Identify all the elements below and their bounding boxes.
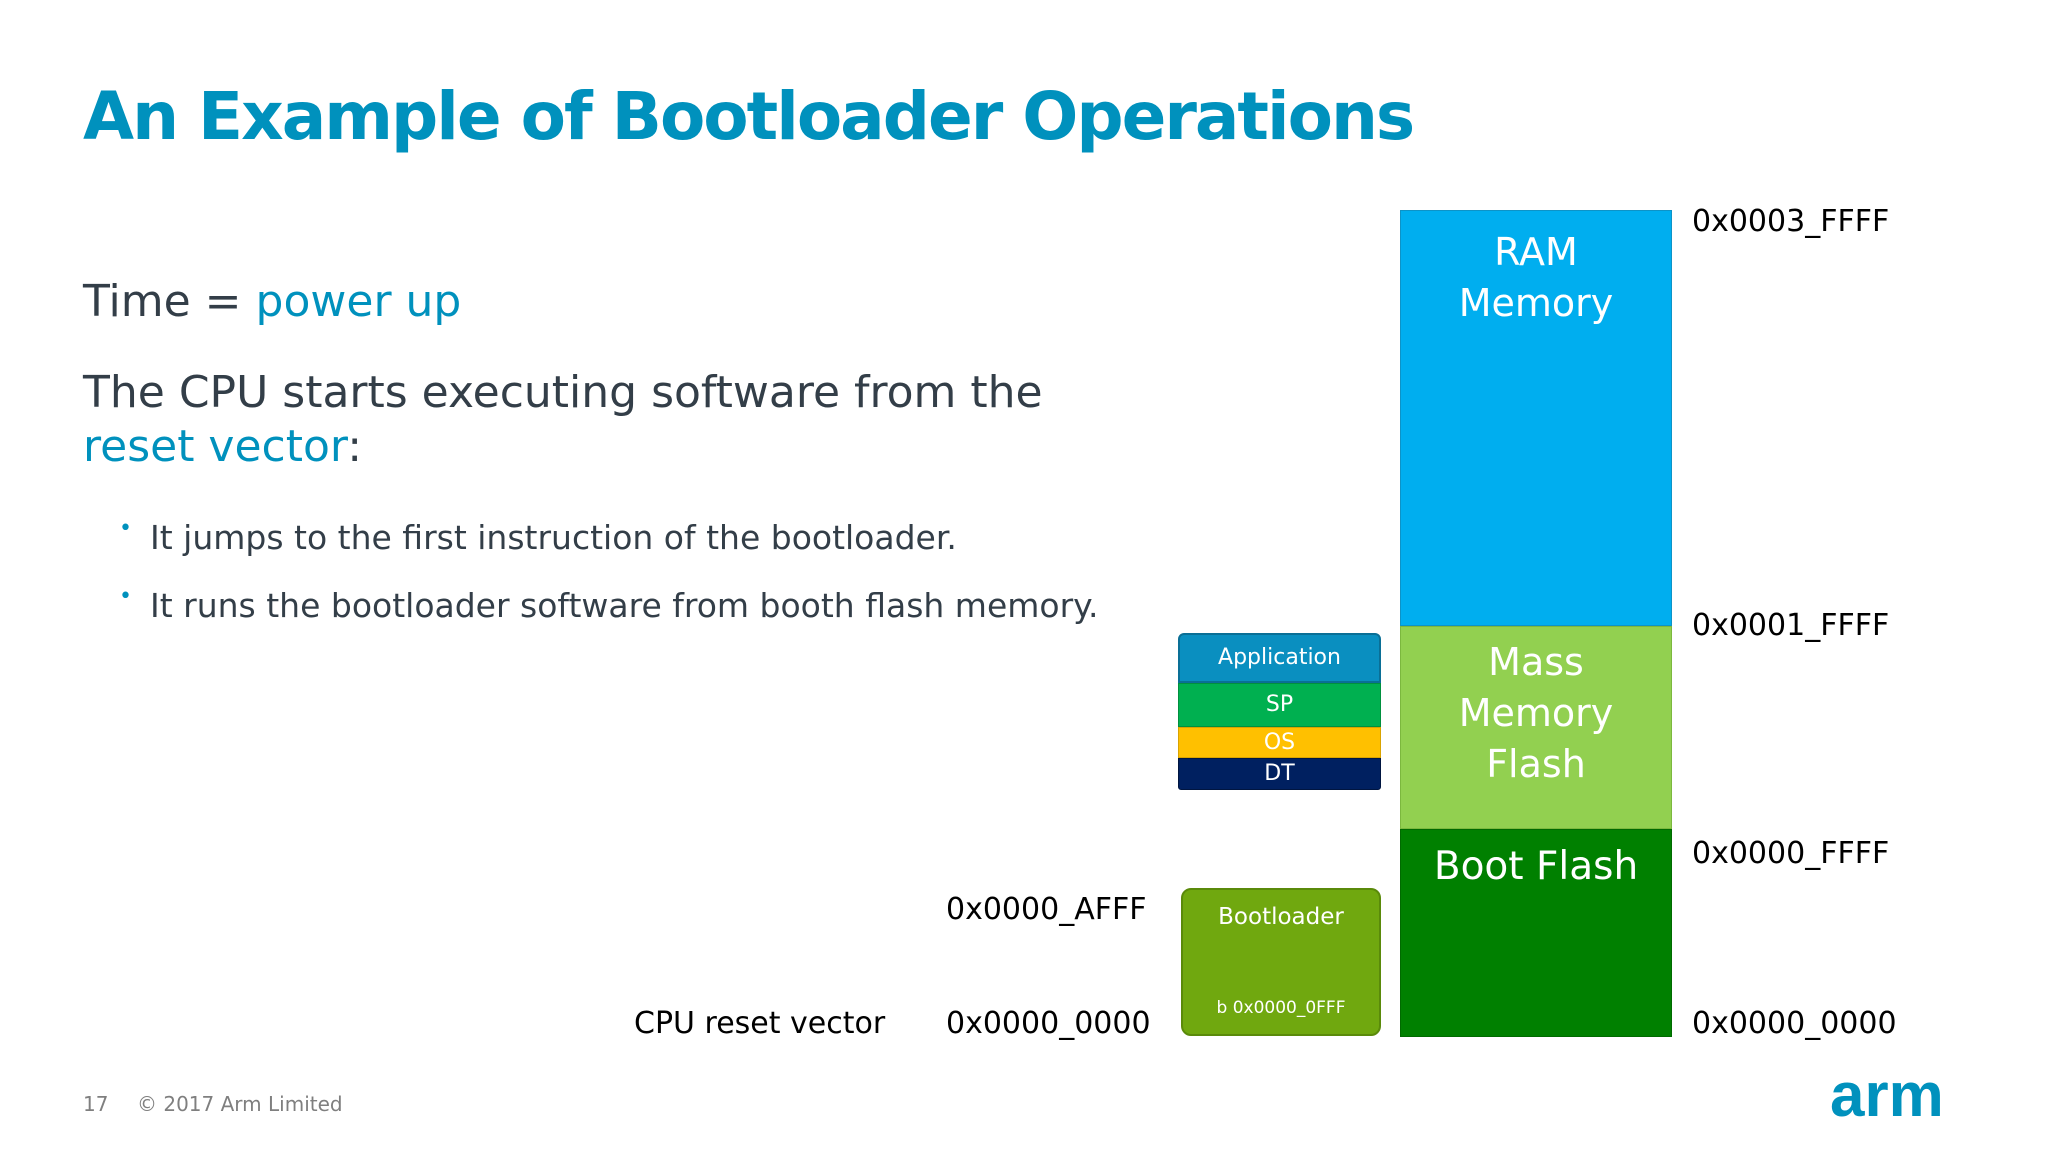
- cpu-text: The CPU starts executing software from t…: [83, 367, 1043, 418]
- stack-block-sp: SP: [1178, 683, 1381, 727]
- arm-logo-text: arm: [1830, 1068, 1944, 1128]
- cpu-suffix: :: [347, 421, 363, 472]
- bullet-dot-icon: •: [119, 584, 132, 609]
- bootloader-block: Bootloader b 0x0000_0FFF: [1181, 888, 1381, 1036]
- bullet-text: It runs the bootloader software from boo…: [150, 586, 1099, 625]
- address-bottom: 0x0000_0000: [1692, 1006, 1897, 1041]
- bootloader-label: Bootloader: [1218, 904, 1344, 930]
- bullet-item: • It runs the bootloader software from b…: [119, 584, 1099, 625]
- address-top: 0x0003_FFFF: [1692, 204, 1890, 239]
- cpu-statement: The CPU starts executing software from t…: [83, 366, 1143, 474]
- region-label: Memory: [1458, 281, 1614, 325]
- stack-block-os: OS: [1178, 727, 1381, 758]
- region-label: Boot Flash: [1433, 844, 1639, 889]
- cpu-accent: reset vector: [83, 421, 348, 472]
- slide-title: An Example of Bootloader Operations: [83, 78, 1415, 155]
- bootloader-top-address: 0x0000_AFFF: [946, 892, 1147, 927]
- region-label: Flash: [1486, 742, 1586, 786]
- address-ram-mass: 0x0001_FFFF: [1692, 608, 1890, 643]
- region-label: RAM: [1494, 230, 1578, 274]
- memory-region-mass-flash: Mass Memory Flash: [1400, 626, 1672, 829]
- region-label: Memory: [1458, 691, 1614, 735]
- bullet-dot-icon: •: [119, 516, 132, 541]
- bootloader-bottom-address: 0x0000_0000: [946, 1006, 1151, 1041]
- reset-vector-label: CPU reset vector: [634, 1006, 886, 1041]
- bullet-text: It jumps to the first instruction of the…: [150, 518, 957, 557]
- memory-region-boot-flash: Boot Flash: [1400, 829, 1672, 1037]
- stack-block-application: Application: [1178, 633, 1381, 683]
- time-prefix: Time =: [83, 276, 256, 327]
- stack-block-dt: DT: [1178, 758, 1381, 790]
- page-number: 17: [83, 1092, 109, 1116]
- time-value: power up: [255, 276, 462, 327]
- memory-region-ram: RAM Memory: [1400, 210, 1672, 626]
- address-mass-boot: 0x0000_FFFF: [1692, 836, 1890, 871]
- bullet-item: • It jumps to the first instruction of t…: [119, 516, 957, 557]
- copyright: © 2017 Arm Limited: [137, 1092, 343, 1116]
- bootloader-range: b 0x0000_0FFF: [1216, 998, 1346, 1018]
- arm-logo-icon: arm: [1830, 1061, 1944, 1130]
- time-statement: Time = power up: [83, 276, 461, 327]
- region-label: Mass: [1488, 640, 1584, 684]
- arm-logo: arm: [1830, 1061, 1990, 1132]
